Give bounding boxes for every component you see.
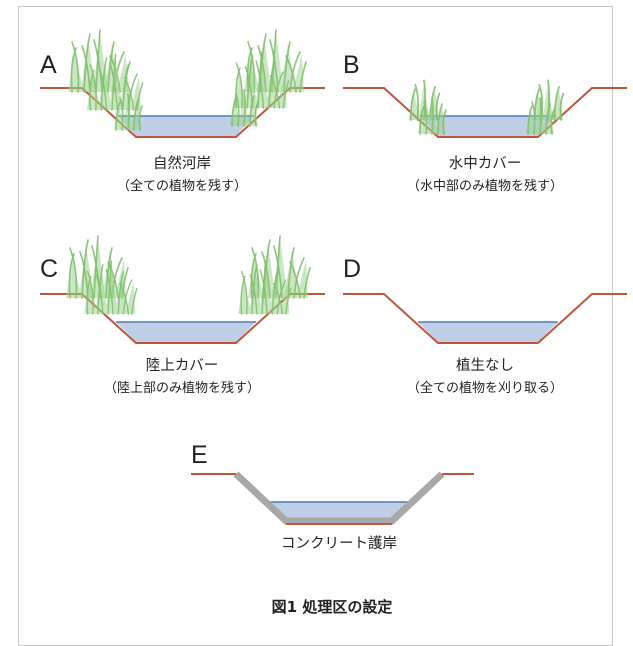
diagram-canvas: A 自然河岸 （全ての植物を残す） B: [40, 29, 627, 616]
panel-c-grass-left: [65, 235, 138, 315]
panel-b-letter: B: [343, 51, 360, 79]
panel-b-grass-right: [525, 79, 565, 135]
panel-e-title: コンクリート護岸: [281, 535, 397, 552]
panel-e: E コンクリート護岸: [191, 441, 474, 552]
panel-e-concrete-lining: [233, 471, 445, 525]
panel-d-letter: D: [343, 255, 361, 283]
figure: A 自然河岸 （全ての植物を残す） B: [18, 6, 627, 646]
panel-a-grass-left: [67, 29, 144, 131]
panel-c: C 陸上カバー （陸上部のみ植物を残す）: [40, 235, 325, 396]
panel-b-bank: [343, 87, 627, 138]
panel-c-grass-right: [237, 235, 311, 315]
panel-d-subtitle: （全ての植物を刈り取る）: [407, 380, 563, 396]
panel-a-title: 自然河岸: [153, 155, 211, 172]
panel-a-water: [118, 116, 254, 136]
panel-b-subtitle: （水中部のみ植物を残す）: [407, 179, 563, 194]
panel-d-bank: [343, 293, 627, 344]
panel-d: D 植生なし （全ての植物を刈り取る）: [343, 255, 627, 396]
panel-d-title: 植生なし: [456, 357, 514, 374]
panel-d-water: [418, 322, 558, 342]
panel-c-water: [116, 322, 256, 342]
panel-b-grass-left: [407, 79, 447, 135]
panel-c-letter: C: [40, 255, 58, 283]
panel-c-subtitle: （陸上部のみ植物を残す）: [104, 380, 260, 396]
figure-caption: 図1 処理区の設定: [272, 598, 393, 616]
panel-b-water: [420, 116, 556, 136]
panel-a-subtitle: （全ての植物を残す）: [117, 178, 247, 194]
panel-a: A 自然河岸 （全ての植物を残す）: [40, 29, 325, 194]
panel-a-grass-right: [229, 29, 307, 127]
panel-b: B 水中カバー （水中部のみ植物を残す）: [343, 51, 627, 194]
panel-e-letter: E: [191, 441, 208, 469]
panel-a-letter: A: [40, 51, 57, 79]
panel-e-water: [268, 502, 410, 522]
panel-c-title: 陸上カバー: [146, 357, 219, 374]
panel-b-title: 水中カバー: [449, 155, 522, 172]
